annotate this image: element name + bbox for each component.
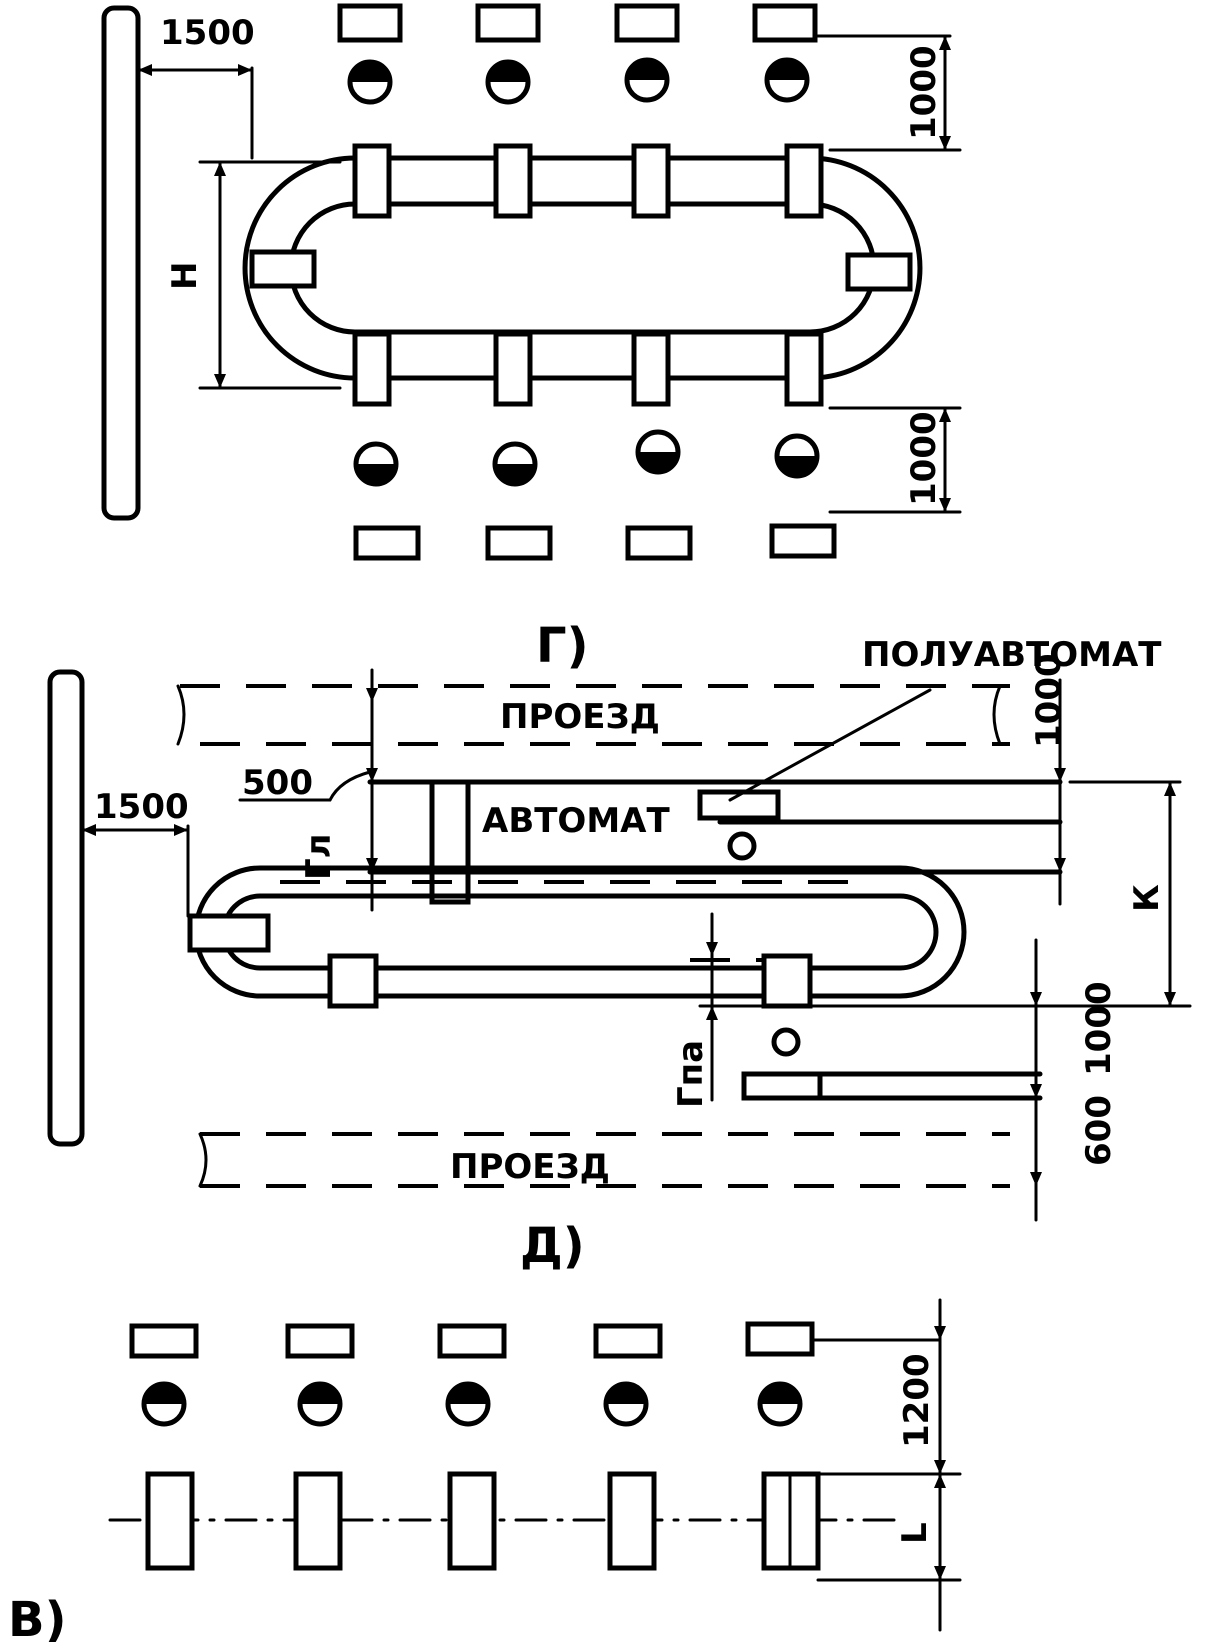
machine xyxy=(607,1471,657,1571)
dim-bot-l: L xyxy=(895,1522,935,1544)
wall-top xyxy=(101,5,141,521)
workbench xyxy=(769,523,837,559)
workbench xyxy=(745,1321,815,1357)
dim-top-1000-lower: 1000 xyxy=(904,411,944,506)
figure-v: 1200 L В) xyxy=(8,1298,962,1642)
workbench xyxy=(129,1323,199,1359)
workbench xyxy=(437,1323,507,1359)
semi-automat-label: ПОЛУАВТОМАТ xyxy=(862,635,1162,675)
dim-mid-1500: 1500 xyxy=(94,787,189,827)
machine xyxy=(293,1471,343,1571)
dim-mid-gpa: Гпа xyxy=(671,1040,711,1108)
workbench xyxy=(337,3,403,43)
automat-label: АВТОМАТ xyxy=(482,801,670,841)
dim-mid-500: 500 xyxy=(242,763,313,803)
passage-bottom-label: ПРОЕЗД xyxy=(450,1147,610,1187)
worker-positions xyxy=(141,1381,803,1427)
dim-mid-ga: Гл xyxy=(299,833,339,880)
dim-mid-1000-passage: 1000 xyxy=(1029,653,1069,748)
wall-middle xyxy=(47,669,85,1147)
machine xyxy=(145,1471,195,1571)
workbench xyxy=(625,525,693,561)
dim-mid-k: К xyxy=(1127,884,1167,912)
u-conveyor xyxy=(187,865,967,1009)
passage-top-label: ПРОЕЗД xyxy=(500,697,660,737)
figure-label-d: Д) xyxy=(520,1218,585,1274)
worker-position xyxy=(727,831,757,861)
machine xyxy=(447,1471,497,1571)
figure-label-v: В) xyxy=(8,1592,67,1642)
workbench xyxy=(614,3,680,43)
figure-g: 1500 Н 1000 1000 Г) xyxy=(101,3,962,674)
dim-mid-600: 600 xyxy=(1079,1095,1119,1166)
semi-automat-box-lower xyxy=(741,1071,823,1101)
worker-positions-lower xyxy=(353,429,820,487)
worker-positions-upper xyxy=(347,57,810,105)
workbench xyxy=(485,525,553,561)
dim-bot-1200: 1200 xyxy=(897,1353,937,1448)
workbench xyxy=(353,525,421,561)
figure-label-g: Г) xyxy=(536,618,589,674)
dim-top-h: Н xyxy=(165,262,205,290)
workbench xyxy=(475,3,541,43)
dim-top-1000-upper: 1000 xyxy=(904,45,944,140)
workbench xyxy=(285,1323,355,1359)
workbench xyxy=(593,1323,663,1359)
workbench xyxy=(752,3,818,43)
figure-d: ПРОЕЗД АВТОМАТ ПОЛУАВТОМАТ ПРОЕЗД xyxy=(47,635,1192,1274)
dim-top-1500: 1500 xyxy=(160,13,255,53)
dim-mid-1000-lower: 1000 xyxy=(1079,981,1119,1076)
worker-position xyxy=(771,1027,801,1057)
oval-conveyor xyxy=(242,143,923,407)
